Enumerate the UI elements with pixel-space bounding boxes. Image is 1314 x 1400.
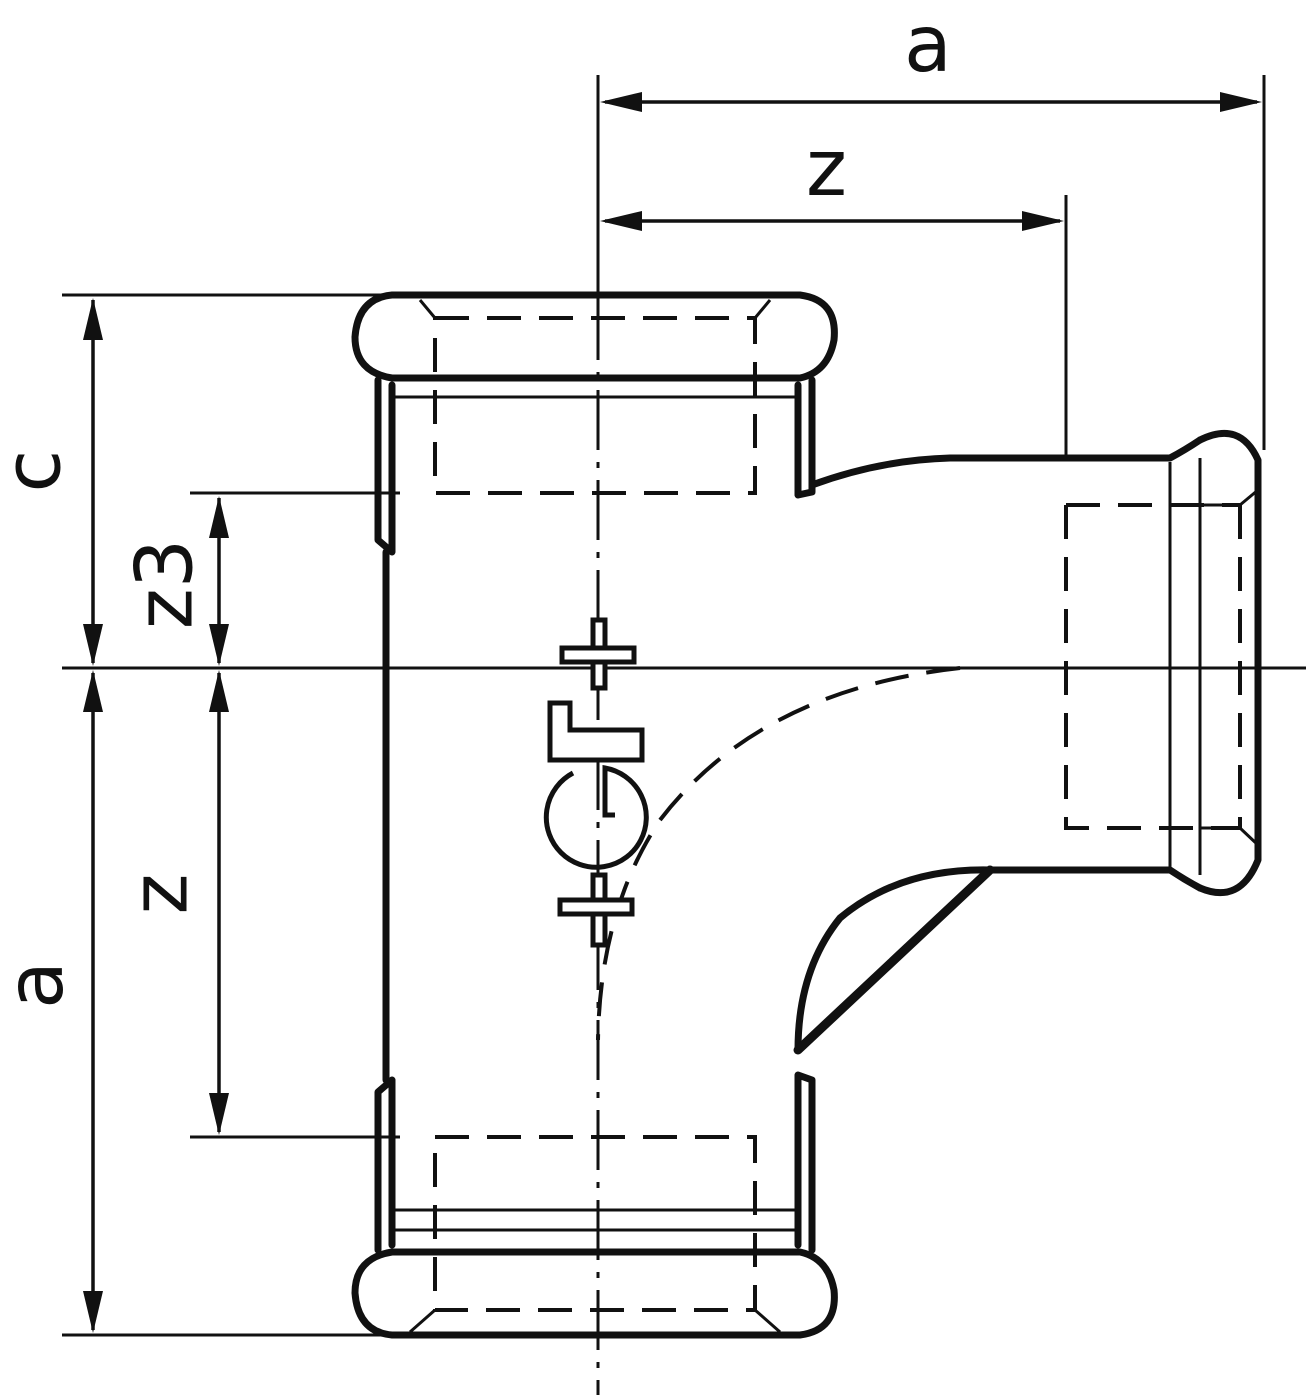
dimension-label-c: c <box>0 450 78 493</box>
dimension-label-z3: z3 <box>120 538 211 630</box>
dimension-z-left <box>209 670 229 1135</box>
dimension-label-z-left: z <box>115 873 206 915</box>
dimension-a-left <box>83 670 103 1333</box>
dimension-label-a-top: a <box>904 0 952 90</box>
dimension-label-a-left: a <box>0 961 81 1009</box>
gf-logo-icon <box>543 617 649 948</box>
dimension-a-top <box>600 92 1262 112</box>
dimension-z3-left <box>209 496 229 666</box>
fitting-body <box>351 291 1262 1339</box>
dimension-z-top <box>600 211 1064 231</box>
dimension-c-left <box>83 298 103 666</box>
extension-lines <box>62 75 1306 1337</box>
hidden-lines <box>433 316 1242 1312</box>
dimension-label-z-top: z <box>806 124 847 214</box>
